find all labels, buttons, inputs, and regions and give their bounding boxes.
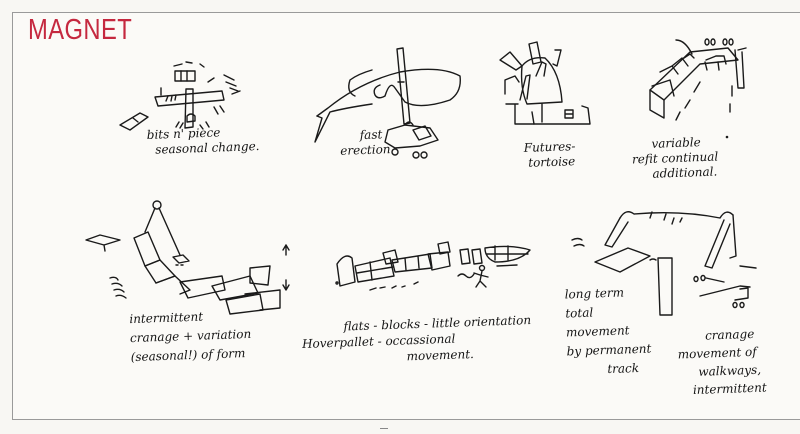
sketch-intermittent-cranage <box>85 200 290 315</box>
caption-long-term-movement: long term total movement by permanent tr… <box>564 283 652 381</box>
sketch-flats-hoverpallet <box>335 241 531 291</box>
scan-mark <box>380 428 388 429</box>
caption-intermittent-cranage: intermittent cranage + variation (season… <box>129 306 252 367</box>
caption-line: track <box>607 360 640 377</box>
caption-future-tortoise: Futures- tortoise <box>523 139 576 171</box>
caption-bits-n-pieces: bits n' piece seasonal change. <box>147 124 260 158</box>
sketch-fast-erection <box>314 47 461 159</box>
caption-line: additional. <box>652 164 718 181</box>
caption-line: by permanent <box>566 341 652 359</box>
sketch-variable-refit <box>649 38 747 139</box>
sketch-bits-n-pieces <box>119 61 241 131</box>
caption-variable-refit: variable refit continual additional. <box>631 135 719 183</box>
caption-line: erection <box>340 142 391 158</box>
caption-cranage-walkways: cranage movement of walkways, intermitte… <box>677 324 767 399</box>
caption-line: tortoise <box>528 154 576 170</box>
caption-fast-erection: fast erection <box>339 127 391 159</box>
sketch-long-term-movement <box>571 211 757 316</box>
page-title: MAGNET <box>28 14 133 46</box>
caption-line: intermittent <box>692 380 767 398</box>
caption-flats-hoverpallet: flats - blocks - little orientation Hove… <box>301 312 532 368</box>
sketch-future-tortoise <box>499 41 591 125</box>
